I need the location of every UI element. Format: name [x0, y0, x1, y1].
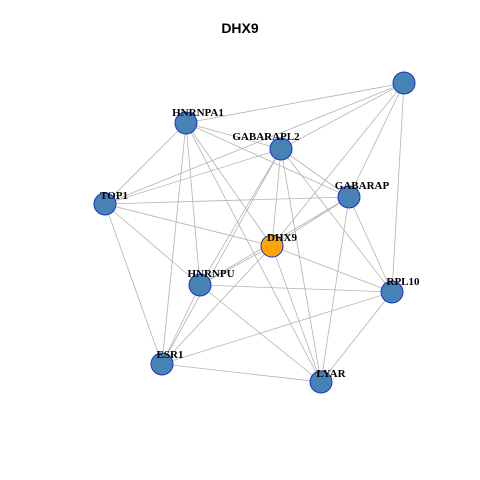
edge-gabarapl2-n0 — [280, 82, 405, 150]
node-label-hnrnpu: HNRNPU — [187, 268, 234, 280]
edge-rpl10-esr1 — [161, 291, 393, 365]
edge-gabarapl2-lyar — [280, 148, 322, 383]
node-label-gabarap: GABARAP — [335, 180, 390, 192]
node-rpl10 — [380, 280, 404, 304]
nodes-layer — [93, 71, 416, 394]
node-top1 — [93, 192, 117, 216]
edge-hnrnpa1-lyar — [185, 122, 322, 383]
edge-gabarap-top1 — [104, 196, 350, 205]
edge-esr1-lyar — [161, 363, 322, 383]
edge-top1-n0 — [104, 82, 405, 205]
edges-layer — [104, 82, 405, 383]
edge-gabarapl2-dhx9 — [271, 148, 282, 247]
node-label-top1: TOP1 — [100, 190, 128, 202]
edge-dhx9-rpl10 — [271, 245, 393, 293]
edge-dhx9-n0 — [271, 82, 405, 247]
edge-hnrnpa1-gabarapl2 — [185, 122, 282, 150]
node-label-esr1: ESR1 — [157, 349, 184, 361]
edge-hnrnpu-esr1 — [161, 284, 201, 365]
edge-hnrnpa1-gabarap — [185, 122, 350, 198]
edge-hnrnpu-rpl10 — [199, 284, 393, 293]
edge-gabarap-dhx9 — [271, 196, 350, 247]
graph-title: DHX9 — [221, 20, 259, 36]
node-dhx9 — [260, 234, 284, 258]
edge-gabarap-lyar — [320, 196, 350, 383]
edge-rpl10-lyar — [320, 291, 393, 383]
edge-gabarapl2-esr1 — [161, 148, 282, 365]
node-label-dhx9: DHX9 — [267, 232, 297, 244]
edge-hnrnpa1-dhx9 — [185, 122, 273, 247]
edge-hnrnpa1-n0 — [185, 82, 405, 124]
edge-dhx9-hnrnpu — [199, 245, 273, 286]
node-label-gabarapl2: GABARAPL2 — [232, 131, 300, 143]
node-hnrnpa1 — [174, 111, 198, 135]
edge-hnrnpa1-esr1 — [161, 122, 187, 365]
edge-top1-hnrnpu — [104, 203, 201, 286]
edge-gabarapl2-rpl10 — [280, 148, 393, 293]
node-label-rpl10: RPL10 — [387, 276, 421, 288]
edge-gabarap-rpl10 — [348, 196, 393, 293]
edge-hnrnpa1-top1 — [104, 122, 187, 205]
edge-dhx9-lyar — [271, 245, 322, 383]
node-n0 — [392, 71, 416, 95]
node-label-lyar: LYAR — [316, 368, 346, 380]
edge-hnrnpa1-hnrnpu — [185, 122, 201, 286]
node-esr1 — [150, 352, 174, 376]
edge-rpl10-n0 — [391, 82, 405, 293]
edge-gabarapl2-hnrnpu — [199, 148, 282, 286]
edge-top1-dhx9 — [104, 203, 273, 247]
edge-gabarapl2-top1 — [104, 148, 282, 205]
edge-gabarap-n0 — [348, 82, 405, 198]
node-hnrnpu — [188, 273, 212, 297]
edge-dhx9-esr1 — [161, 245, 273, 365]
edge-gabarapl2-gabarap — [280, 148, 350, 198]
node-lyar — [309, 370, 333, 394]
node-gabarapl2 — [269, 137, 293, 161]
node-label-hnrnpa1: HNRNPA1 — [172, 107, 224, 119]
node-gabarap — [337, 185, 361, 209]
edge-top1-esr1 — [104, 203, 163, 365]
